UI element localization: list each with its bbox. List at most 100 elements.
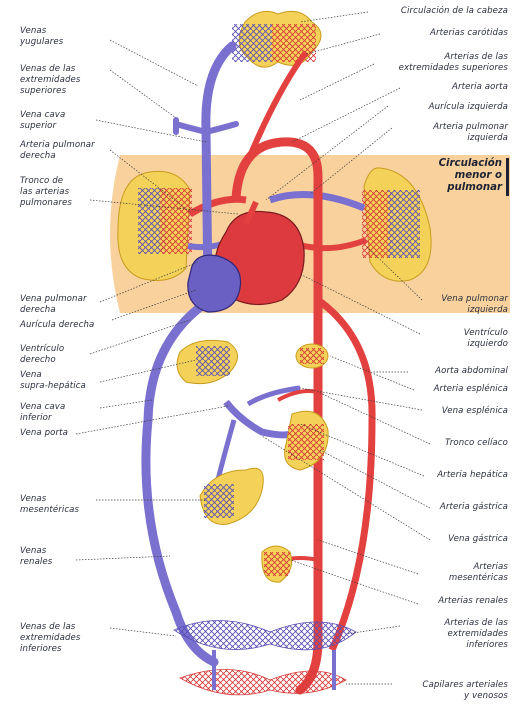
label-vena-pulmonar-derecha: Vena pulmonar derecha <box>20 294 87 316</box>
label-line: Venas <box>20 26 63 37</box>
label-line: extremidades <box>20 633 80 644</box>
label-vena-cava-superior: Vena cava superior <box>20 110 65 132</box>
label-arteria-pulmonar-izquierda: Arteria pulmonar izquierda <box>433 122 508 144</box>
spleen <box>296 344 328 368</box>
label-line: Capilares arteriales <box>422 680 508 691</box>
label-vena-porta: Vena porta <box>20 428 68 439</box>
label-line: Aorta abdominal <box>435 366 508 377</box>
label-venas-extremidades-superiores: Venas de las extremidades superiores <box>20 64 80 97</box>
label-line: Venas <box>20 494 79 505</box>
label-auricula-izquierda: Aurícula izquierda <box>429 102 508 113</box>
band-title-line: pulmonar <box>439 182 502 194</box>
label-vena-gastrica: Vena gástrica <box>448 534 508 545</box>
label-line: Ventrículo <box>464 328 508 339</box>
band-title-bar <box>506 158 509 196</box>
label-line: supra-hepática <box>20 381 86 392</box>
label-line: las arterias <box>20 187 72 198</box>
label-line: izquierdo <box>464 339 508 350</box>
label-line: Aurícula izquierda <box>429 102 508 113</box>
label-line: Vena <box>20 370 86 381</box>
label-line: superiores <box>20 86 80 97</box>
band-title-line: menor o <box>439 170 502 182</box>
label-ventriculo-derecho: Ventrículo derecho <box>20 344 64 366</box>
label-venas-renales: Venas renales <box>20 546 52 568</box>
label-arterias-renales: Arterias renales <box>438 596 508 607</box>
label-line: derecho <box>20 355 64 366</box>
label-arteria-pulmonar-derecha: Arteria pulmonar derecha <box>20 140 95 162</box>
label-arteria-aorta: Arteria aorta <box>452 82 508 93</box>
label-vena-cava-inferior: Vena cava inferior <box>20 402 65 424</box>
label-line: y venosos <box>422 691 508 702</box>
intestine <box>200 468 263 524</box>
label-line: Arteria pulmonar <box>433 122 508 133</box>
label-line: Aurícula derecha <box>20 320 94 331</box>
right-lung <box>118 171 192 280</box>
label-line: Vena gástrica <box>448 534 508 545</box>
label-line: Arterias <box>449 562 508 573</box>
label-line: Vena cava <box>20 110 65 121</box>
label-line: izquierda <box>441 305 508 316</box>
label-arterias-mesentericas: Arterias mesentéricas <box>449 562 508 584</box>
label-arterias-extremidades-inferiores: Arterias de las extremidades inferiores <box>444 618 508 651</box>
label-arteria-gastrica: Arteria gástrica <box>440 502 508 513</box>
label-vena-pulmonar-izquierda: Vena pulmonar izquierda <box>441 294 508 316</box>
label-line: Vena cava <box>20 402 65 413</box>
label-auricula-derecha: Aurícula derecha <box>20 320 94 331</box>
label-line: pulmonares <box>20 198 72 209</box>
label-line: inferior <box>20 413 65 424</box>
label-line: izquierda <box>433 133 508 144</box>
label-line: Venas de las <box>20 622 80 633</box>
label-line: extremidades superiores <box>399 63 508 74</box>
label-line: Venas de las <box>20 64 80 75</box>
label-line: Ventrículo <box>20 344 64 355</box>
label-line: Venas <box>20 546 52 557</box>
label-line: derecha <box>20 151 95 162</box>
label-line: Arteria pulmonar <box>20 140 95 151</box>
label-line: Vena porta <box>20 428 68 439</box>
pulmonary-circulation-title: Circulación menor o pulmonar <box>439 158 502 194</box>
label-tronco-celiaco: Tronco celíaco <box>445 438 508 449</box>
label-line: Tronco celíaco <box>445 438 508 449</box>
label-line: Arterias carótidas <box>430 28 508 39</box>
kidney <box>262 546 292 582</box>
label-line: extremidades <box>20 75 80 86</box>
label-line: Circulación de la cabeza <box>401 6 508 17</box>
label-venas-extremidades-inferiores: Venas de las extremidades inferiores <box>20 622 80 655</box>
label-line: Tronco de <box>20 176 72 187</box>
label-line: Vena esplénica <box>442 406 508 417</box>
label-vena-suprahepatica: Vena supra-hepática <box>20 370 86 392</box>
label-venas-yugulares: Venas yugulares <box>20 26 63 48</box>
label-line: Arteria aorta <box>452 82 508 93</box>
label-line: inferiores <box>20 644 80 655</box>
leader-lines <box>76 12 430 684</box>
label-aorta-abdominal: Aorta abdominal <box>435 366 508 377</box>
label-line: Arterias de las <box>444 618 508 629</box>
label-ventriculo-izquierdo: Ventrículo izquierdo <box>464 328 508 350</box>
label-line: yugulares <box>20 37 63 48</box>
label-arterias-carotidas: Arterias carótidas <box>430 28 508 39</box>
label-line: extremidades <box>444 629 508 640</box>
label-line: Arterias de las <box>399 52 508 63</box>
label-line: Arteria gástrica <box>440 502 508 513</box>
label-capilares: Capilares arteriales y venosos <box>422 680 508 702</box>
label-line: derecha <box>20 305 87 316</box>
label-venas-mesentericas: Venas mesentéricas <box>20 494 79 516</box>
label-arterias-extremidades-superiores: Arterias de las extremidades superiores <box>399 52 508 74</box>
label-line: Vena pulmonar <box>20 294 87 305</box>
label-line: mesentéricas <box>449 573 508 584</box>
label-arteria-hepatica: Arteria hepática <box>437 470 508 481</box>
band-title-line: Circulación <box>439 158 502 170</box>
splenic-vein <box>248 388 300 404</box>
label-line: Arterias renales <box>438 596 508 607</box>
label-circulacion-cabeza: Circulación de la cabeza <box>401 6 508 17</box>
label-line: Vena pulmonar <box>441 294 508 305</box>
head-capillary-bed <box>232 11 321 67</box>
label-line: renales <box>20 557 52 568</box>
label-line: Arteria hepática <box>437 470 508 481</box>
label-arteria-esplenica: Arteria esplénica <box>434 384 508 395</box>
label-line: inferiores <box>444 640 508 651</box>
label-line: superior <box>20 121 65 132</box>
label-line: mesentéricas <box>20 505 79 516</box>
label-tronco-arterias-pulmonares: Tronco de las arterias pulmonares <box>20 176 72 209</box>
label-vena-esplenica: Vena esplénica <box>442 406 508 417</box>
